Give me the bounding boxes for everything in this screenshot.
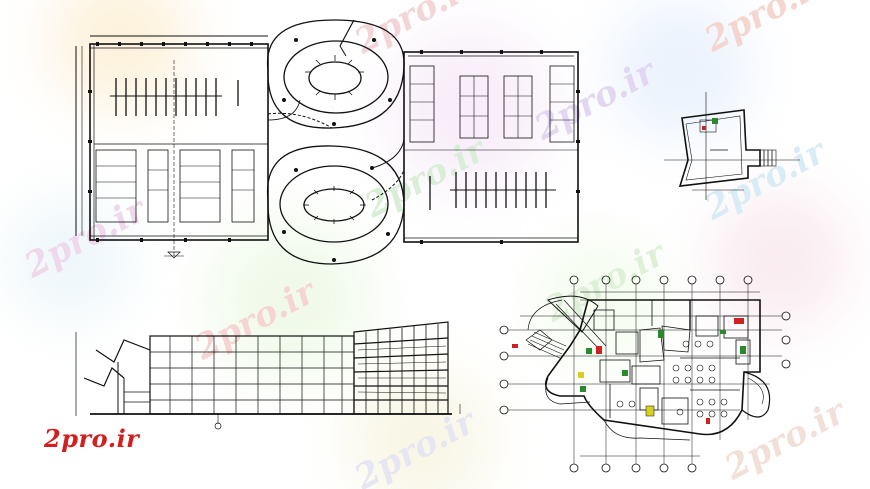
site-key-plan bbox=[664, 92, 800, 200]
parking-floor-plan bbox=[75, 19, 580, 265]
brand-logo-text[interactable]: 2pro.ir bbox=[44, 424, 140, 453]
detailed-floor-plan bbox=[499, 275, 791, 473]
building-elevation bbox=[75, 321, 461, 430]
